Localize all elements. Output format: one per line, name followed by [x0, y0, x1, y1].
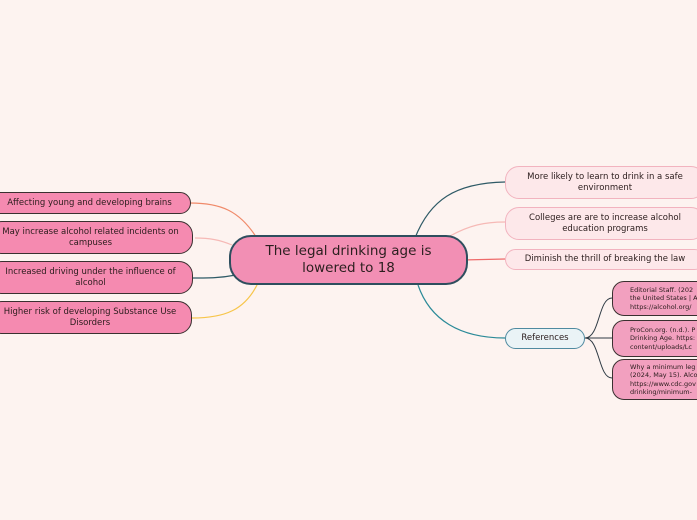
link-left-2: [194, 237, 233, 246]
reference-text: Why a minimum leg (2024, May 15). Alco h…: [630, 362, 697, 396]
branch-references[interactable]: References: [505, 328, 585, 349]
branch-affecting-brains[interactable]: Affecting young and developing brains: [0, 192, 191, 214]
reference-cdc[interactable]: Why a minimum leg (2024, May 15). Alco h…: [612, 359, 697, 400]
reference-text: ProCon.org. (n.d.). P Drinking Age. http…: [630, 325, 696, 351]
link-right-1: [414, 181, 506, 239]
link-ref-1: [584, 297, 613, 339]
link-left-3: [192, 274, 237, 279]
reference-procon[interactable]: ProCon.org. (n.d.). P Drinking Age. http…: [612, 320, 697, 357]
reference-editorial-staff[interactable]: Editorial Staff. (202 the United States …: [612, 281, 697, 316]
link-ref-3: [584, 337, 613, 379]
link-left-4: [191, 282, 259, 319]
branch-education-programs[interactable]: Colleges are are to increase alcohol edu…: [505, 207, 697, 240]
branch-driving-influence[interactable]: Increased driving under the influence of…: [0, 261, 193, 294]
branch-alcohol-incidents[interactable]: May increase alcohol related incidents o…: [0, 221, 193, 254]
link-right-4: [417, 284, 506, 339]
branch-safe-environment[interactable]: More likely to learn to drink in a safe …: [505, 166, 697, 199]
branch-substance-disorders[interactable]: Higher risk of developing Substance Use …: [0, 301, 192, 334]
reference-text: Editorial Staff. (202 the United States …: [630, 285, 697, 311]
link-right-3: [461, 258, 506, 261]
link-left-1: [189, 202, 259, 241]
link-right-2: [449, 221, 506, 237]
central-topic[interactable]: The legal drinking age is lowered to 18: [229, 235, 468, 285]
branch-diminish-thrill[interactable]: Diminish the thrill of breaking the law: [505, 249, 697, 270]
